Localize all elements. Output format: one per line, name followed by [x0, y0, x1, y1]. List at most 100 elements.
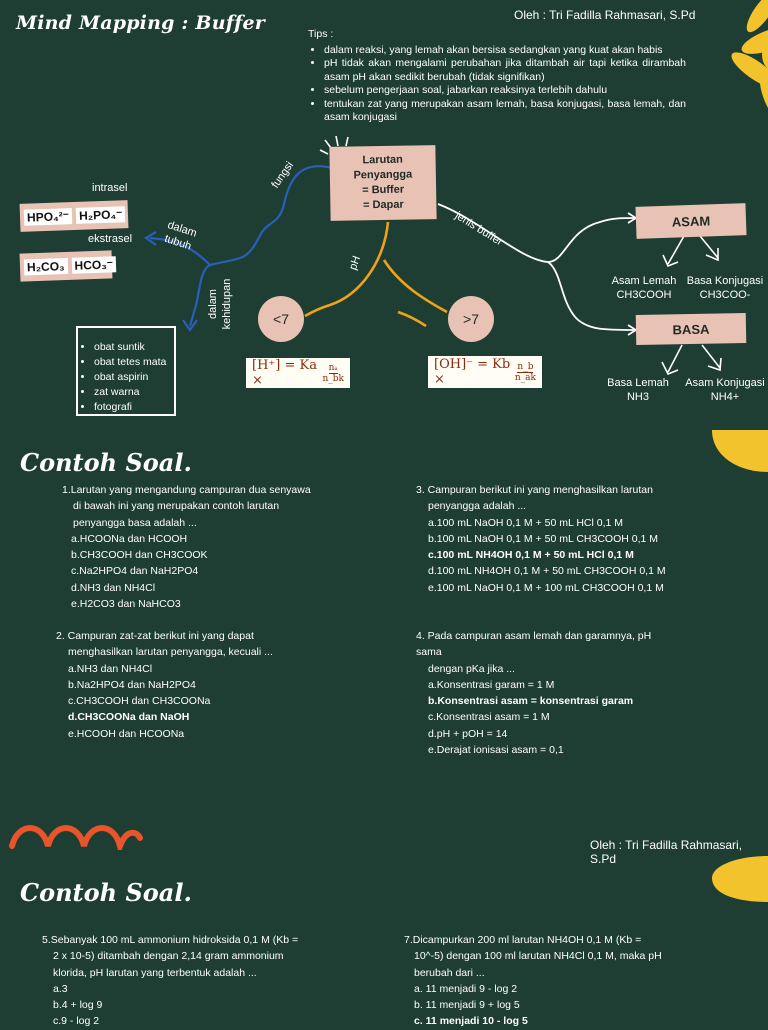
q2-option: c.CH3COOH dan CH3COONa — [68, 695, 211, 708]
ion-h2co3: H₂CO₃ — [23, 257, 68, 276]
tip-item: tentukan zat yang merupakan asam lemah, … — [324, 98, 686, 125]
basa-right-line: NH4+ — [710, 391, 740, 403]
center-node: Larutan Penyangga = Buffer = Dapar — [329, 145, 437, 221]
q7-option: a. 11 menjadi 9 - log 2 — [414, 982, 518, 995]
q5-option: c.9 - log 2 — [53, 1015, 100, 1028]
asam-right-line: CH3COO- — [699, 289, 751, 301]
q1-option: b.CH3COOH dan CH3COOK — [71, 549, 208, 562]
wave-decoration-icon — [9, 825, 143, 850]
ph-low-circle: <7 — [258, 296, 304, 342]
section2-title: Contoh Soal. — [20, 878, 192, 907]
tip-item: dalam reaksi, yang lemah akan bersisa se… — [324, 44, 686, 58]
q2-option-answer: d.CH3COONa dan NaOH — [68, 711, 190, 724]
ekstrasel-ions: H₂CO₃ HCO₃⁻ — [19, 250, 117, 282]
q7-option-answer: c. 11 menjadi 10 - log 5 — [414, 1015, 528, 1028]
basa-left-line: Basa Lemah — [607, 377, 669, 389]
q3-option: e.100 mL NaOH 0,1 M + 100 mL CH3COOH 0,1… — [428, 581, 664, 594]
q2-option: a.NH3 dan NH4Cl — [68, 662, 153, 675]
tips-heading: Tips : — [308, 28, 334, 40]
q4-stem: dengan pKa jika ... — [428, 662, 515, 675]
basa-left-line: NH3 — [626, 391, 649, 403]
formula-base: [OH]⁻ = Kb × n_b n_ak — [428, 356, 542, 388]
half-circle-decoration-icon — [712, 856, 768, 902]
author-label-bottom: Oleh : Tri Fadilla Rahmasari, S.Pd — [590, 838, 743, 866]
use-item: zat warna — [94, 385, 174, 400]
q1-stem: di bawah ini yang merupakan contoh larut… — [73, 500, 280, 513]
asam-left-line: Asam Lemah — [611, 275, 677, 287]
q7-stem: berubah dari ... — [414, 966, 485, 979]
basa-lemah-label: Basa Lemah NH3 — [600, 376, 676, 404]
asam-left-line: CH3COOH — [616, 289, 672, 301]
tips-list: dalam reaksi, yang lemah akan bersisa se… — [308, 44, 686, 125]
q4-option: a.Konsentrasi garam = 1 M — [428, 678, 555, 691]
question-4: 4. Pada campuran asam lemah dan garamnya… — [416, 628, 716, 758]
basa-pill: BASA — [635, 313, 747, 345]
branch-fungsi — [188, 165, 333, 327]
q1-option: c.Na2HPO4 dan NaH2PO4 — [71, 565, 199, 578]
ion-h2po4: H₂PO₄⁻ — [75, 206, 126, 224]
q3-option: d.100 mL NH4OH 0,1 M + 50 mL CH3COOH 0,1… — [428, 565, 666, 578]
q2-stem: menghasilkan larutan penyangga, kecuali … — [68, 646, 273, 659]
intrasel-label: intrasel — [92, 182, 128, 194]
use-item: obat aspirin — [94, 370, 174, 385]
intrasel-ions: HPO₄²⁻ H₂PO₄⁻ — [19, 200, 129, 232]
ion-hpo4: HPO₄²⁻ — [23, 208, 73, 226]
use-item: obat tetes mata — [94, 355, 174, 370]
q4-option: e.Derajat ionisasi asam = 0,1 — [428, 744, 564, 757]
asam-lemah-label: Asam Lemah CH3COOH — [604, 274, 684, 302]
question-2: 2. Campuran zat-zat berikut ini yang dap… — [56, 628, 356, 742]
asam-right-line: Basa Konjugasi — [686, 275, 764, 287]
q1-option: d.NH3 dan NH4Cl — [71, 581, 156, 594]
asam-konjugasi-label: Asam Konjugasi NH4+ — [682, 376, 768, 404]
question-3: 3. Campuran berikut ini yang menghasilka… — [416, 482, 716, 596]
q1-option: a.HCOONa dan HCOOH — [71, 532, 188, 545]
section1-title: Contoh Soal. — [20, 448, 192, 477]
basa-konjugasi-label: Basa Konjugasi CH3COO- — [684, 274, 766, 302]
question-7: 7.Dicampurkan 200 ml larutan NH4OH 0,1 M… — [404, 932, 714, 1030]
use-item: fotografi — [94, 400, 174, 415]
formula-acid-den: n_bk — [322, 373, 344, 384]
asam-pill: ASAM — [635, 203, 747, 239]
branch-jenis — [437, 203, 635, 263]
mindmap-connectors — [143, 135, 722, 376]
q5-stem: 5.Sebanyak 100 mL ammonium hidroksida 0,… — [42, 934, 299, 946]
q4-stem: sama — [416, 646, 442, 659]
question-1: 1.Larutan yang mengandung campuran dua s… — [62, 482, 362, 612]
q3-stem: penyangga adalah ... — [428, 500, 527, 513]
ekstrasel-label: ekstrasel — [88, 233, 133, 245]
q5-option: b.4 + log 9 — [53, 999, 103, 1012]
ph-high-circle: >7 — [448, 296, 494, 342]
center-line: = Dapar — [362, 198, 404, 212]
q2-stem: 2. Campuran zat-zat berikut ini yang dap… — [56, 630, 254, 642]
q7-stem: 7.Dicampurkan 200 ml larutan NH4OH 0,1 M… — [404, 934, 642, 946]
q1-option: e.H2CO3 dan NaHCO3 — [71, 598, 181, 611]
q7-stem: 10^-5) dengan 100 ml larutan NH4Cl 0,1 M… — [414, 950, 662, 963]
q4-stem: 4. Pada campuran asam lemah dan garamnya… — [416, 630, 652, 642]
q3-option-answer: c.100 mL NH4OH 0,1 M + 50 mL HCl 0,1 M — [428, 549, 634, 562]
half-circle-decoration-icon — [712, 430, 768, 472]
tip-item: pH tidak akan mengalami perubahan jika d… — [324, 57, 686, 84]
branch-tubuh — [149, 236, 211, 266]
q1-stem: 1.Larutan yang mengandung campuran dua s… — [62, 484, 311, 496]
tip-item: sebelum pengerjaan soal, jabarkan reaksi… — [324, 84, 686, 98]
ion-hco3: HCO₃⁻ — [71, 256, 117, 274]
q7-option: b. 11 menjadi 9 + log 5 — [414, 999, 520, 1012]
q5-option: a.3 — [53, 982, 68, 995]
author-label: Oleh : Tri Fadilla Rahmasari, S.Pd — [514, 8, 696, 22]
q4-option: c.Konsentrasi asam = 1 M — [428, 711, 550, 724]
uses-box: obat suntik obat tetes mata obat aspirin… — [76, 326, 176, 416]
question-5: 5.Sebanyak 100 mL ammonium hidroksida 0,… — [42, 932, 352, 1030]
formula-base-lhs: [OH]⁻ = Kb × — [434, 357, 511, 387]
tips-block: Tips : dalam reaksi, yang lemah akan ber… — [308, 28, 686, 125]
formula-acid: [H⁺] = Ka × nₐ n_bk — [246, 358, 350, 388]
sun-decoration-icon — [731, 0, 768, 110]
branch-ph-high — [382, 259, 448, 314]
q5-stem: klorida, pH larutan yang terbentuk adala… — [53, 966, 257, 979]
q2-option: b.Na2HPO4 dan NaH2PO4 — [68, 678, 196, 691]
q5-stem: 2 x 10-5) ditambah dengan 2,14 gram ammo… — [53, 950, 284, 963]
q1-stem: penyangga basa adalah ... — [73, 516, 197, 529]
formula-base-den: n_ak — [514, 372, 536, 383]
formula-base-num: n_b — [517, 361, 534, 373]
q3-stem: 3. Campuran berikut ini yang menghasilka… — [416, 484, 653, 496]
q2-option: e.HCOOH dan HCOONa — [68, 727, 185, 740]
